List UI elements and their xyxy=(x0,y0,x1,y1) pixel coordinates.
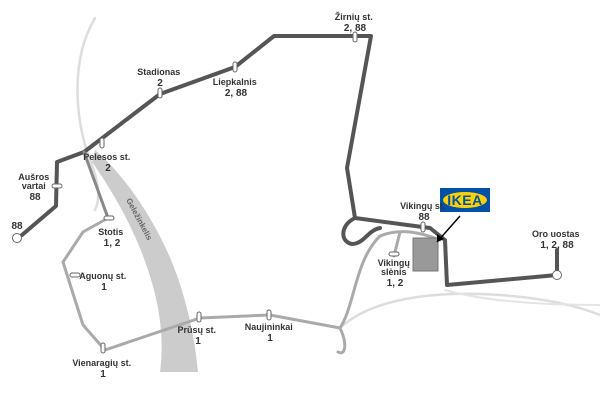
label-vikingu-st: Vikingų st. 88 xyxy=(400,201,448,223)
label-stotis: Stotis 1, 2 xyxy=(98,227,126,249)
label-aguonu-name: Aguonų st. xyxy=(79,271,126,281)
stop-marker-liepkalnis xyxy=(232,61,238,73)
stop-marker-naujininkai xyxy=(266,309,272,321)
stop-marker-stadionas xyxy=(157,87,163,99)
stop-marker-zirniu xyxy=(352,31,358,43)
route-1-east xyxy=(338,230,442,330)
label-vienaragiu-name: Vienaragių st. xyxy=(72,358,131,368)
label-vienaragiu: Vienaragių st. 1 xyxy=(72,358,133,380)
ikea-pointer-arrowhead xyxy=(437,234,444,242)
label-vikingu-slenis-name: Vikingų xyxy=(378,258,410,268)
railway-band xyxy=(92,150,198,372)
stop-markers xyxy=(12,31,562,354)
label-ausros-name: Aušros xyxy=(18,172,49,182)
label-stadionas-routes: 2 xyxy=(157,78,163,89)
route-1-west-loop xyxy=(61,216,342,352)
stop-marker-vikingu-st xyxy=(420,221,426,233)
label-aguonu: Aguonų st. 1 xyxy=(79,271,129,293)
road-south xyxy=(338,292,600,330)
label-prusu-name: Prūsų st. xyxy=(177,325,216,335)
label-aguonu-routes: 1 xyxy=(101,282,107,293)
label-pelesos-routes: 2 xyxy=(105,163,111,174)
label-prusu: Prūsų st. 1 xyxy=(177,325,218,347)
label-liepkalnis-name: Liepkalnis xyxy=(213,77,257,87)
route-2-segment xyxy=(82,150,110,220)
route-88 xyxy=(20,34,559,287)
stop-marker-prusu xyxy=(196,311,202,323)
stop-labels: Aušros vartai 88 88 Pelesos st. 2 Stadio… xyxy=(11,11,582,380)
stop-marker-terminal-88 xyxy=(12,233,22,243)
route-1-loop xyxy=(336,326,347,355)
stop-marker-pelesos xyxy=(99,137,105,149)
label-zirniu-routes: 2, 88 xyxy=(344,23,367,34)
label-liepkalnis: Liepkalnis 2, 88 xyxy=(213,77,260,99)
label-oro-uostas: Oro uostas 1, 2, 88 xyxy=(532,229,582,251)
label-ausros: Aušros vartai 88 xyxy=(18,172,52,203)
stop-marker-vienaragiu xyxy=(100,342,106,354)
label-naujininkai: Naujininkai 1 xyxy=(245,322,296,344)
stop-marker-vikingu-slenis xyxy=(388,251,400,257)
label-vikingu-slenis-routes: 1, 2 xyxy=(387,278,404,289)
label-oro-uostas-routes: 1, 2, 88 xyxy=(540,240,574,251)
label-oro-uostas-name: Oro uostas xyxy=(532,229,580,239)
label-vienaragiu-routes: 1 xyxy=(100,369,106,380)
label-vikingu-st-name: Vikingų st. xyxy=(400,201,445,211)
label-stadionas-name: Stadionas xyxy=(137,67,180,77)
label-liepkalnis-routes: 2, 88 xyxy=(225,88,248,99)
label-zirniu-name: Žirnių st. xyxy=(335,11,373,22)
label-vikingu-st-routes: 88 xyxy=(418,212,430,223)
label-naujininkai-name: Naujininkai xyxy=(245,322,293,332)
route-88-main xyxy=(20,34,559,287)
stop-marker-oro-uostas xyxy=(552,270,562,280)
stop-marker-ausros xyxy=(51,183,63,189)
label-ausros-routes: 88 xyxy=(29,192,41,203)
stop-marker-aguonu xyxy=(69,272,81,278)
label-vikingu-slenis: Vikingų slėnis 1, 2 xyxy=(378,258,413,289)
ikea-logo-text: IKEA xyxy=(447,192,482,208)
label-prusu-routes: 1 xyxy=(195,336,201,347)
label-pelesos-name: Pelesos st. xyxy=(83,152,130,162)
label-vikingu-slenis-name2: slėnis xyxy=(381,267,407,277)
label-naujininkai-routes: 1 xyxy=(267,333,273,344)
label-zirniu: Žirnių st. 2, 88 xyxy=(335,11,376,34)
label-ausros-name2: vartai xyxy=(22,181,46,191)
route-88-loop xyxy=(341,216,382,246)
road-lower xyxy=(444,289,600,306)
label-pelesos: Pelesos st. 2 xyxy=(83,152,133,174)
label-terminal-88: 88 xyxy=(11,221,23,232)
label-stadionas: Stadionas 2 xyxy=(137,67,183,89)
stop-marker-stotis xyxy=(103,215,115,221)
label-stotis-routes: 1, 2 xyxy=(104,238,121,249)
label-stotis-name: Stotis xyxy=(98,227,123,237)
ikea-logo: IKEA xyxy=(440,188,490,212)
ikea-store-building xyxy=(412,237,439,272)
